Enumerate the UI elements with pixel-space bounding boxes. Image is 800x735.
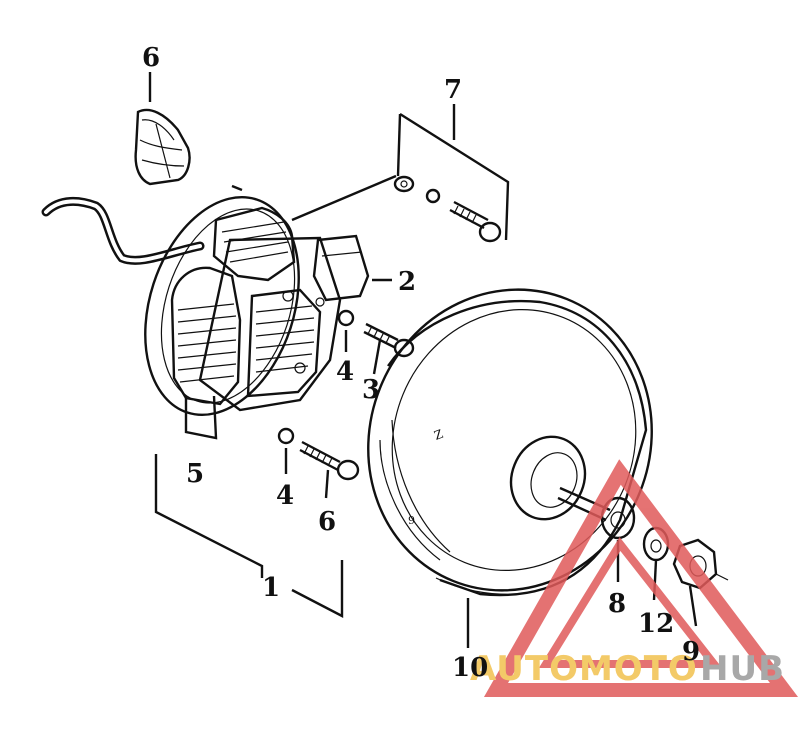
callout-7: 6 <box>142 43 160 73</box>
flywheel-mark-z: Z <box>432 427 445 443</box>
callout-8: 7 <box>444 75 462 105</box>
part-9-washer <box>600 496 636 540</box>
callout-10: 9 <box>682 637 700 667</box>
part-6-screw <box>277 427 360 481</box>
callout-9: 8 <box>608 589 626 619</box>
callout-4-lower: 4 <box>276 481 294 511</box>
part-7-cover <box>134 108 191 186</box>
callout-2: 2 <box>398 267 416 297</box>
watermark-logo: AUTOMOTO HUB <box>470 459 799 697</box>
part-8-screw-set <box>393 175 502 243</box>
part-1-stator-assembly <box>41 195 370 417</box>
leader-lines <box>148 72 698 648</box>
callout-12: 12 <box>638 609 674 639</box>
callout-6: 6 <box>318 507 336 537</box>
watermark-text-hub: HUB <box>700 649 785 689</box>
callout-4-upper: 4 <box>336 357 354 387</box>
watermark-text-automoto: AUTOMOTO <box>470 649 698 689</box>
flywheel-mark-9: 9 <box>408 514 415 527</box>
callout-11: 10 <box>452 653 488 683</box>
callout-1: 1 <box>262 573 280 603</box>
callout-5: 5 <box>186 459 204 489</box>
callout-labels: 6 7 2 4 3 5 4 6 1 8 12 9 10 <box>142 43 700 683</box>
callout-3: 3 <box>362 375 380 405</box>
